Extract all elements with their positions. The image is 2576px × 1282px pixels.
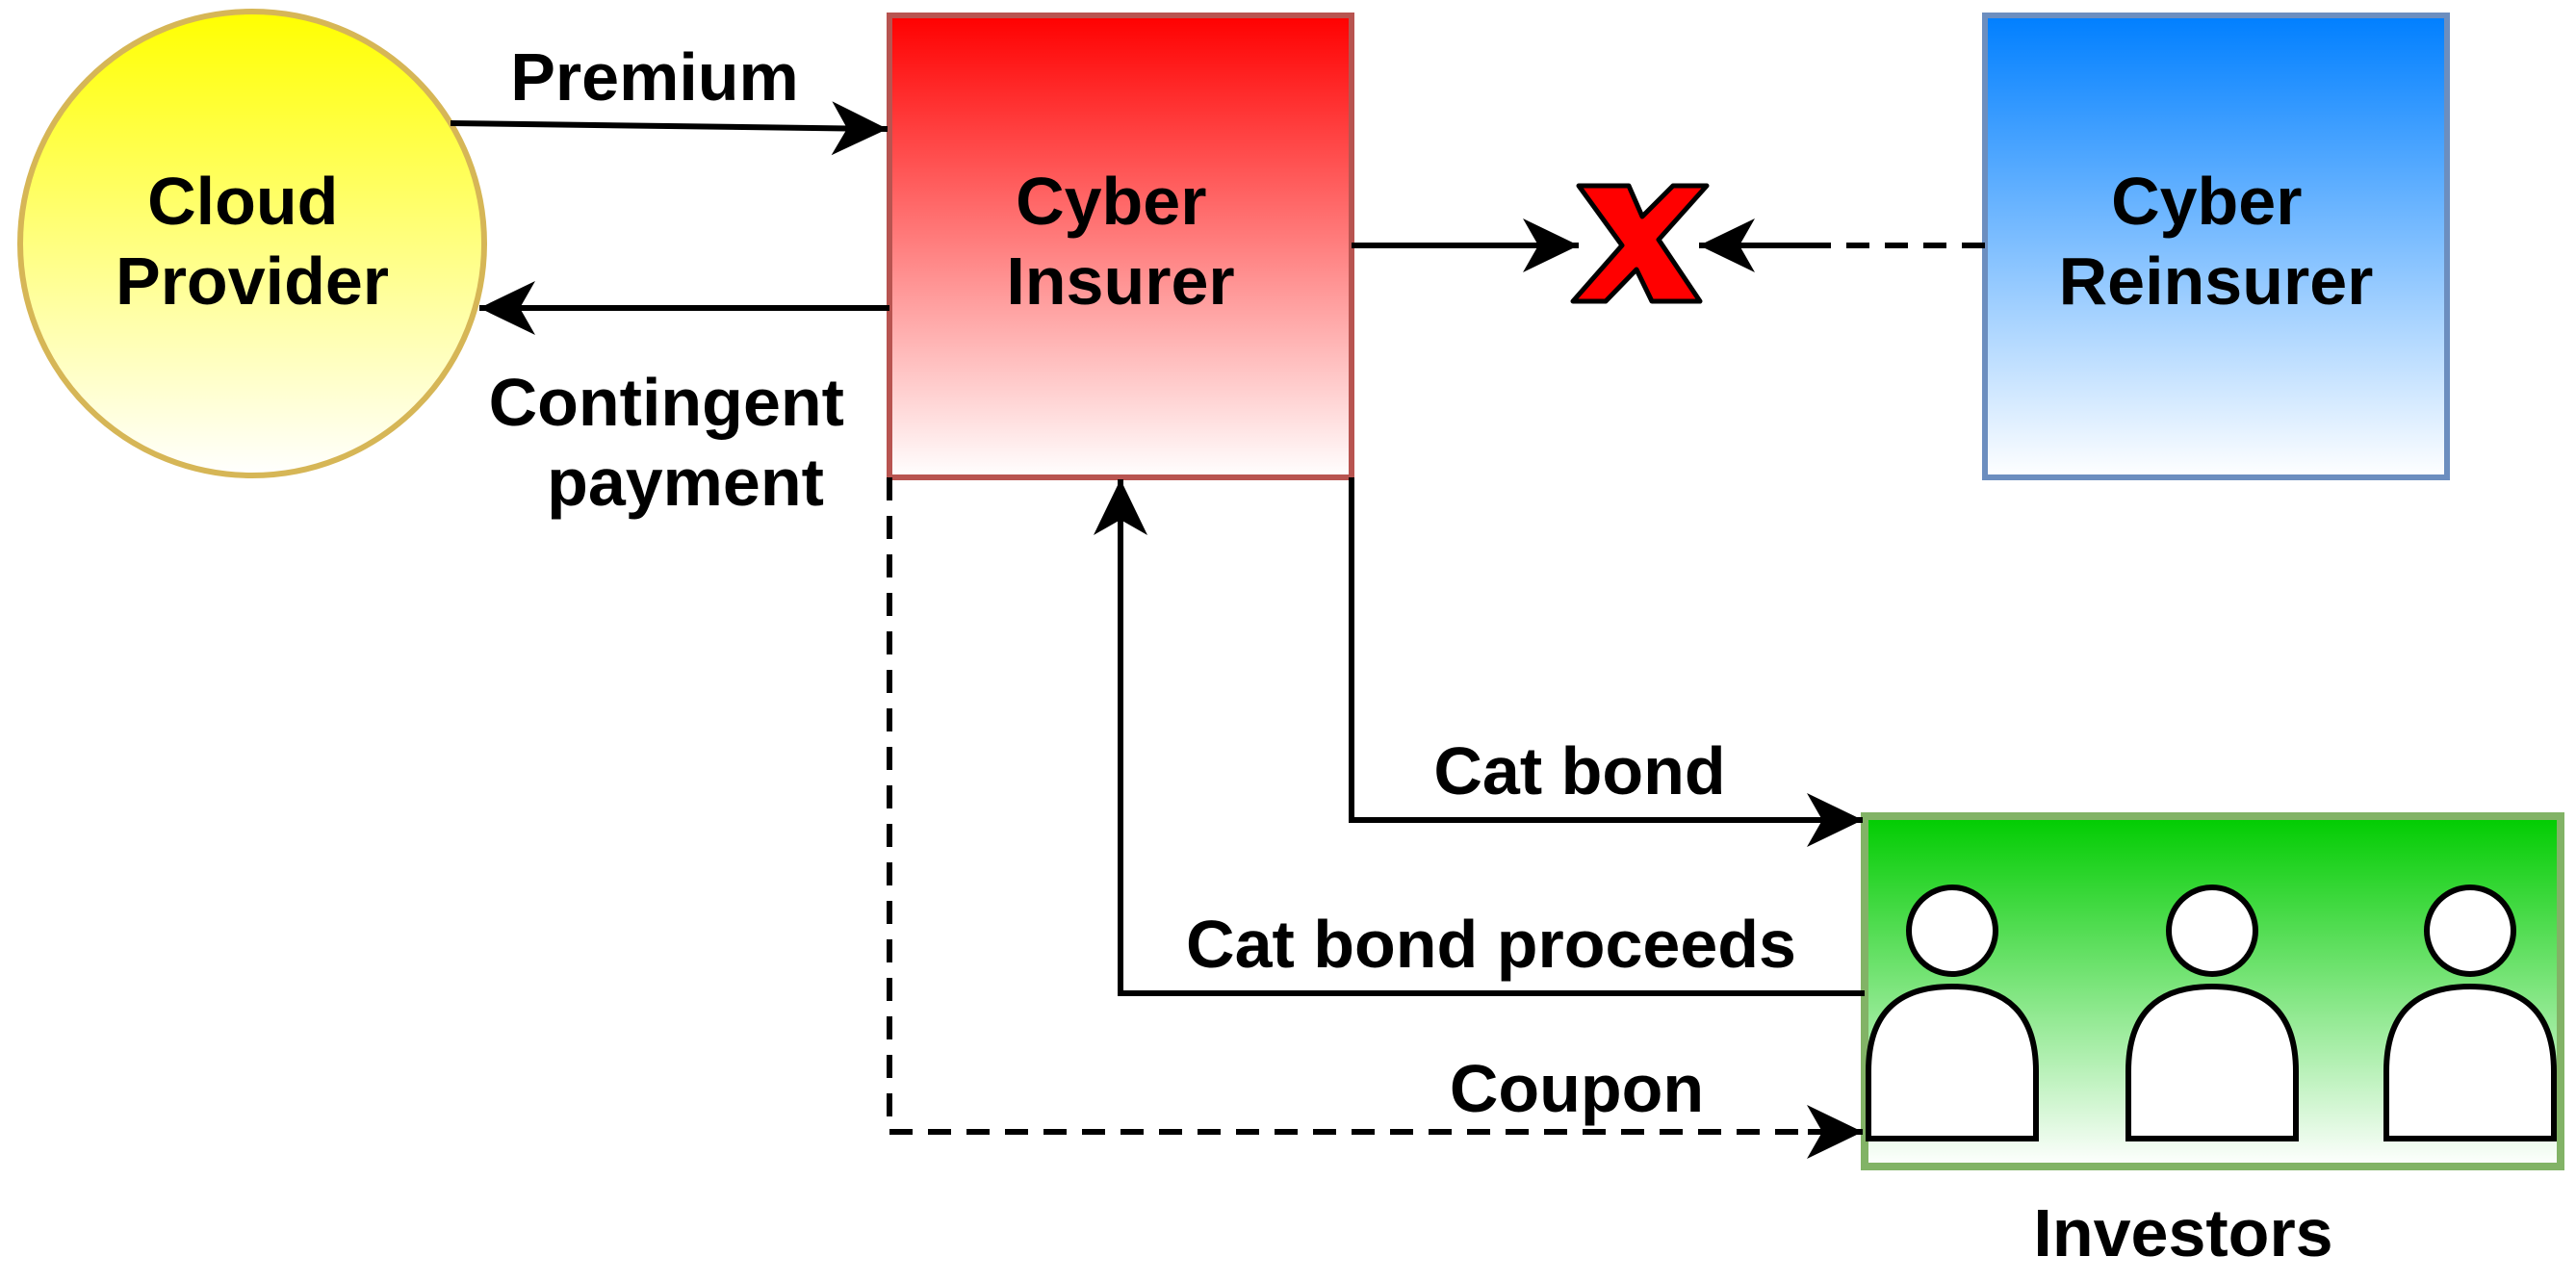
cloud-provider-circle (17, 9, 487, 478)
cloud-provider-label-line2: Provider (116, 244, 389, 319)
svg-text:Cyber Insurer: Cyber Insurer (1006, 164, 1234, 319)
contingent-payment-edge: Contingent payment (479, 281, 889, 520)
cat-bond-proceeds-label: Cat bond proceeds (1186, 907, 1796, 982)
cyber-reinsurer-label-line1: Cyber (2111, 164, 2302, 239)
cyber-reinsurer-label-line2: Reinsurer (2059, 244, 2374, 319)
cat-bond-edge: Cat bond (1349, 477, 1863, 847)
investors-node: Investors (1861, 812, 2564, 1270)
investors-label: Investors (2033, 1195, 2332, 1270)
cyber-insurer-label-line1: Cyber (1016, 164, 1206, 239)
cyber-insurer-label-line2: Insurer (1006, 244, 1234, 319)
investor-person-icon (2383, 885, 2557, 1141)
coupon-edge: Coupon (887, 477, 1863, 1159)
premium-label: Premium (510, 39, 799, 115)
premium-edge: Premium (450, 39, 889, 156)
coupon-label: Coupon (1450, 1051, 1704, 1126)
cat-bond-proceeds-edge: Cat bond proceeds (1094, 479, 1865, 996)
cat-bond-label: Cat bond (1433, 733, 1725, 808)
investor-person-icon (2125, 885, 2299, 1141)
contingent-payment-label-line1: Contingent (489, 365, 844, 440)
svg-text:Cloud Provider: Cloud Provider (116, 164, 389, 319)
cyber-reinsurer-node: Cyber Reinsurer (1982, 13, 2450, 480)
cyber-reinsurer-box (1982, 13, 2450, 480)
svg-text:Cyber Reinsurer: Cyber Reinsurer (2059, 164, 2374, 319)
cloud-provider-label-line1: Cloud (147, 164, 338, 239)
cyber-insurer-node: Cyber Insurer (887, 13, 1354, 480)
x-mark-icon (1570, 183, 1710, 304)
svg-text:Contingent payment: Contingent payment (489, 365, 863, 520)
investor-person-icon (1866, 885, 2039, 1141)
cloud-provider-node: Cloud Provider (17, 9, 487, 478)
contingent-payment-label-line2: payment (547, 445, 824, 520)
